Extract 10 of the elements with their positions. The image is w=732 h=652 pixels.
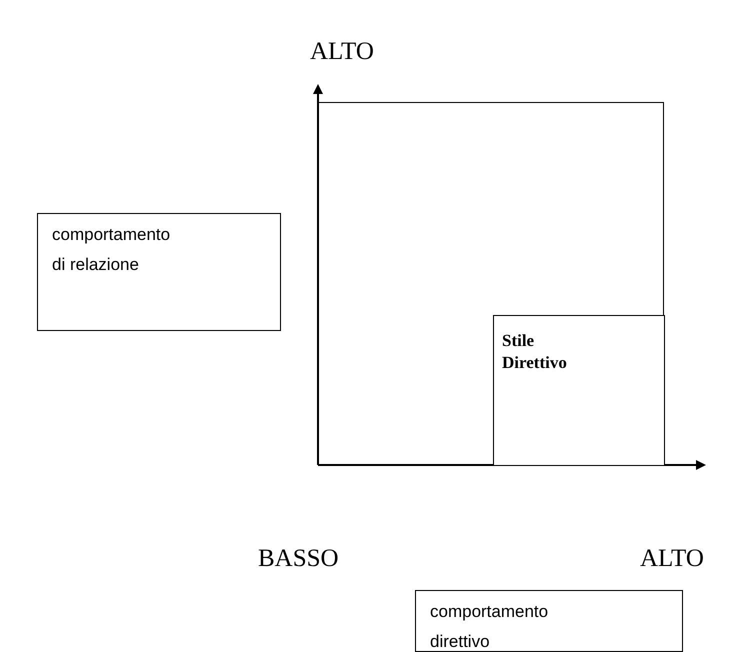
text-box [37,213,281,331]
box-text: comportamento direttivo [430,601,550,652]
text-box [415,590,683,652]
axis-label: BASSO [258,545,339,573]
box-text: comportamento di relazione [52,224,172,276]
quadrant-frame [318,102,664,465]
style-box [493,315,665,466]
style-label: Stile Direttivo [501,330,568,374]
axis-label: ALTO [310,38,374,66]
axis-label: ALTO [640,545,704,573]
